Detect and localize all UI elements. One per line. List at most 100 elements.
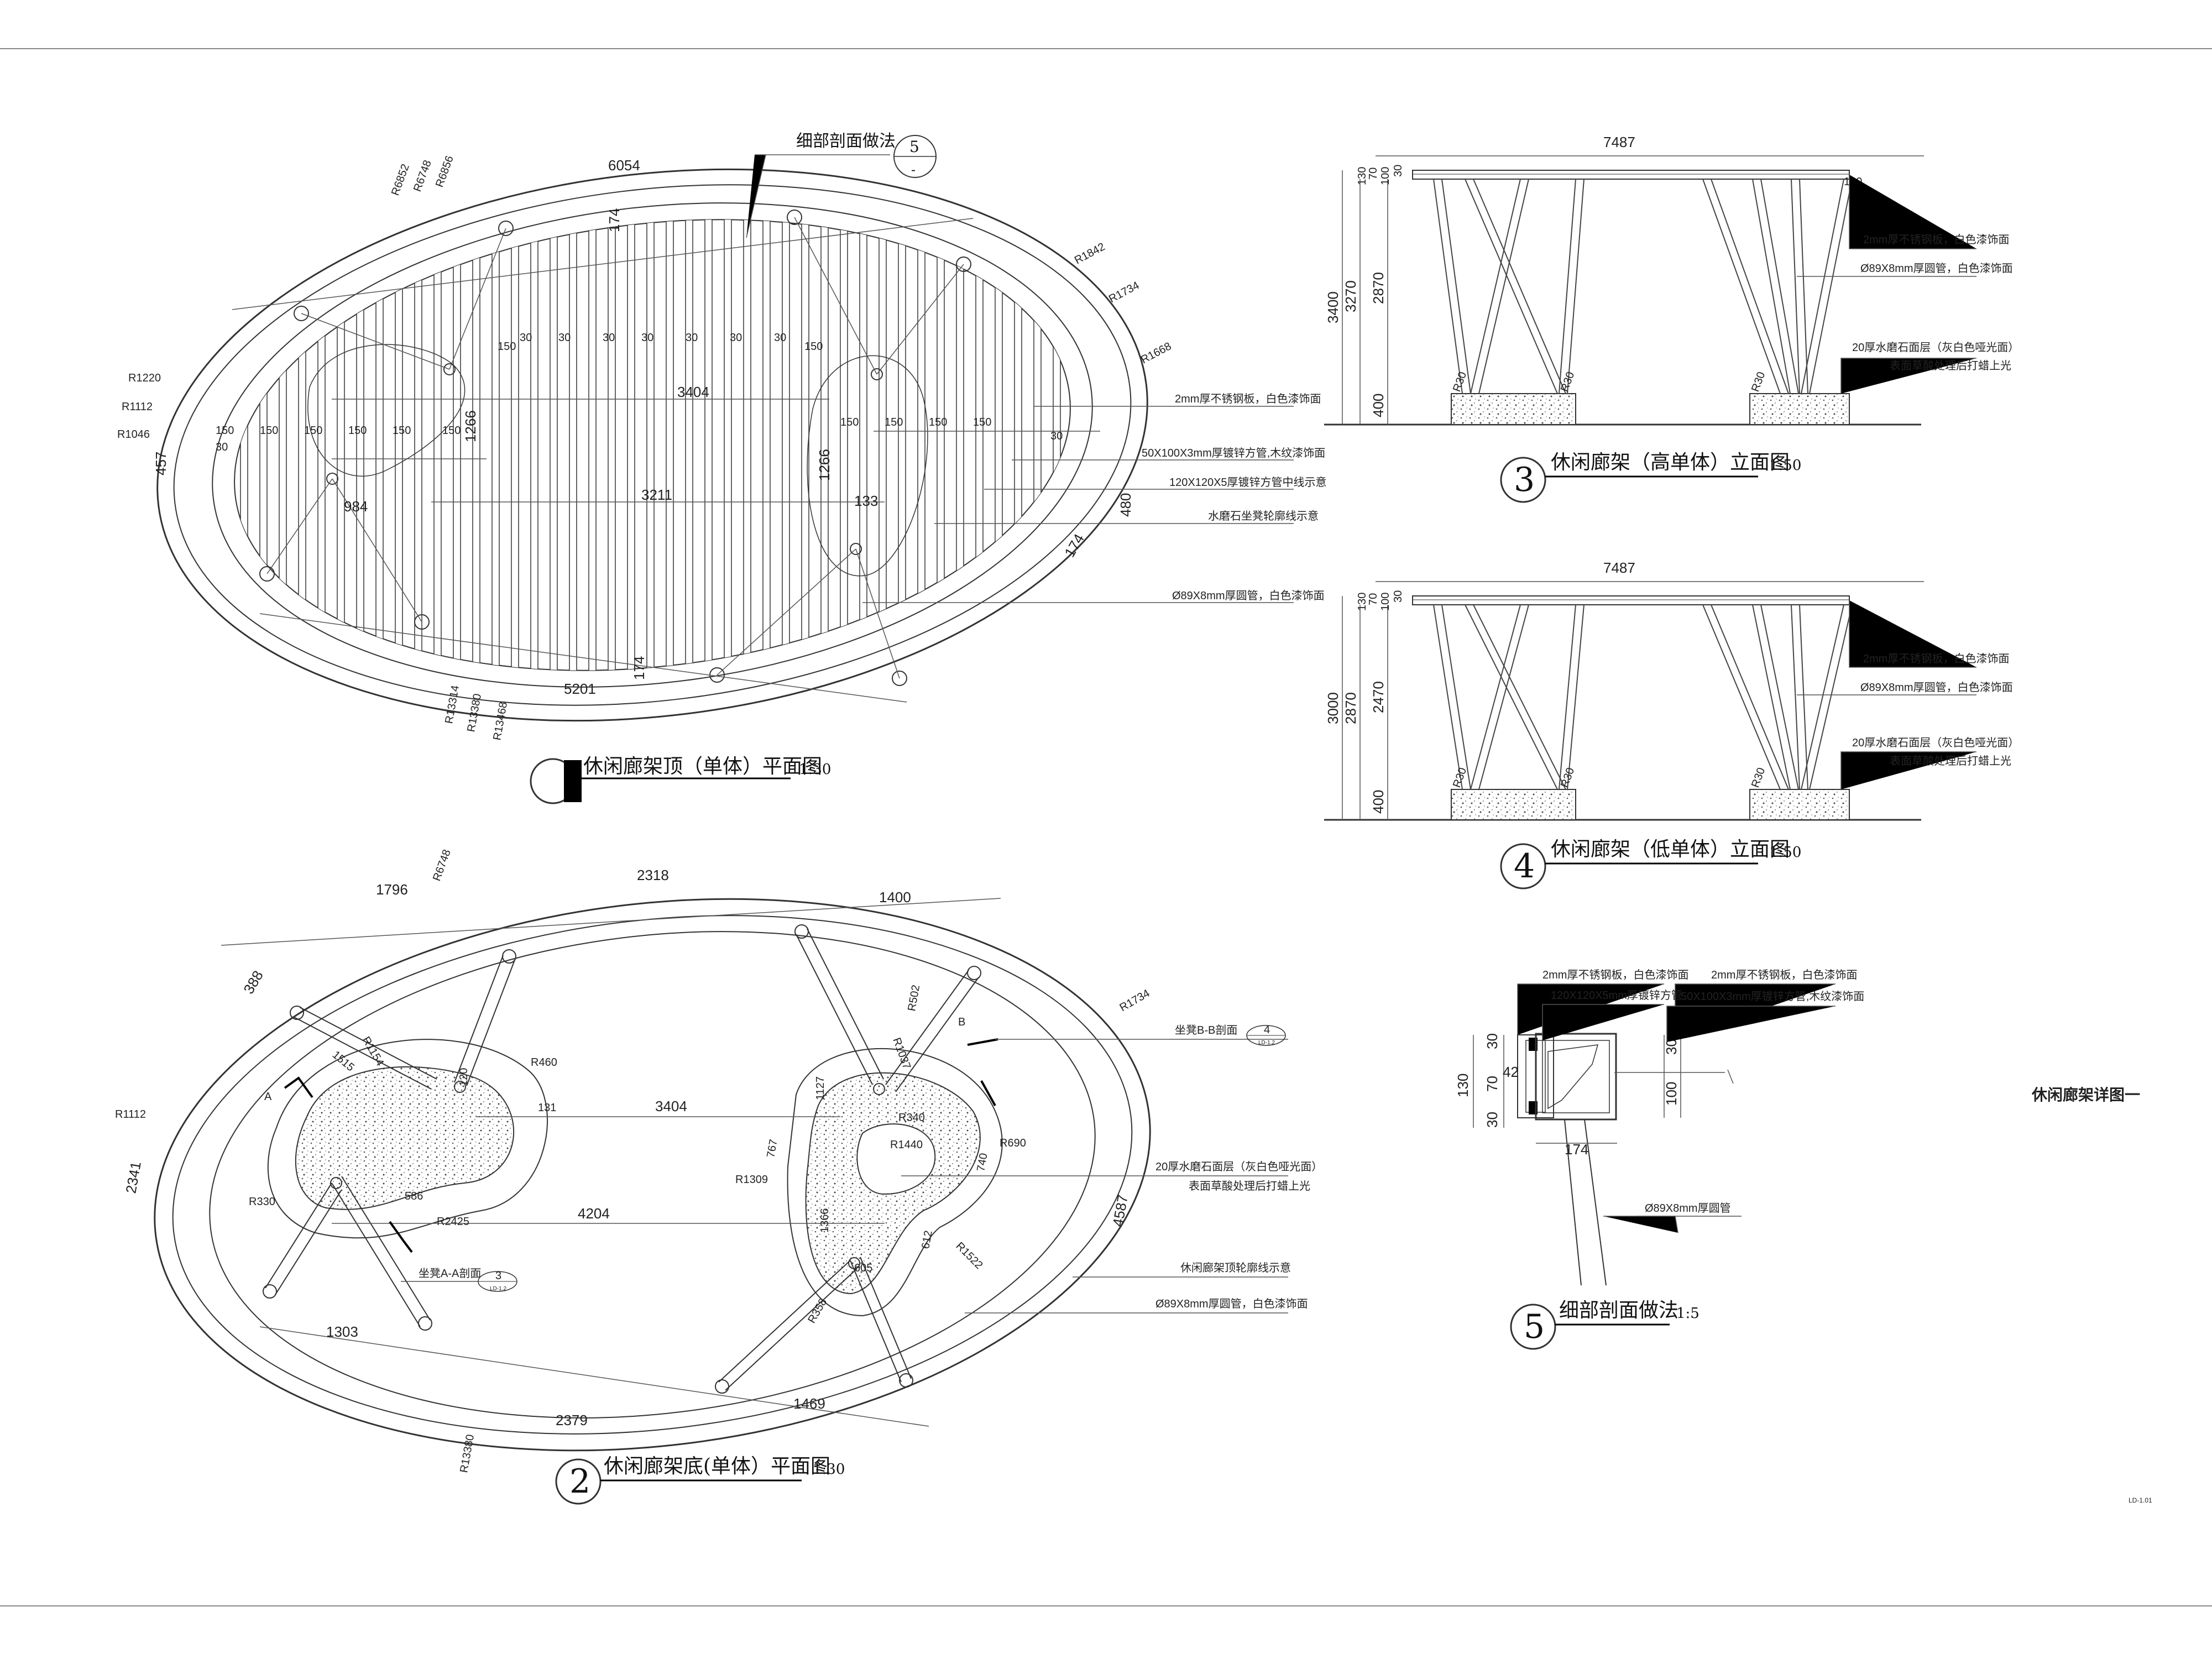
- svg-text:740: 740: [975, 1152, 990, 1173]
- section-a-label: A: [264, 1091, 272, 1103]
- svg-text:130: 130: [1455, 1074, 1471, 1097]
- svg-text:3: 3: [495, 1270, 501, 1282]
- view-title-4: 4 休闲廊架（低单体）立面图 1:50: [1500, 838, 1801, 889]
- dim-small: 388: [240, 967, 266, 997]
- svg-text:细部剖面做法: 细部剖面做法: [1559, 1299, 1678, 1322]
- elev4-leaders: [1797, 600, 1976, 789]
- svg-text:2mm厚不锈钢板，白色漆饰面: 2mm厚不锈钢板，白色漆饰面: [1863, 652, 2009, 665]
- wood-slat: [917, 210, 925, 686]
- plan-top-view: 6054 5201 3404 3211 984 133 1266 1266 48…: [117, 132, 1327, 804]
- svg-text:767: 767: [765, 1138, 780, 1159]
- svg-text:R1734: R1734: [1118, 987, 1152, 1014]
- svg-text:400: 400: [1370, 394, 1387, 417]
- svg-text:130: 130: [1356, 167, 1368, 185]
- dim-top-length: 6054: [608, 157, 640, 174]
- svg-text:1:5: 1:5: [1676, 1305, 1699, 1322]
- svg-text:1127: 1127: [814, 1076, 827, 1100]
- svg-text:150: 150: [498, 341, 516, 353]
- svg-text:R6852: R6852: [389, 163, 412, 197]
- svg-text:R6856: R6856: [433, 154, 456, 189]
- svg-text:表面草酸处理后打蜡上光: 表面草酸处理后打蜡上光: [1890, 755, 2011, 767]
- svg-text:1:50: 1:50: [1769, 844, 1801, 861]
- svg-text:R6748: R6748: [411, 159, 434, 193]
- svg-text:R2425: R2425: [437, 1216, 469, 1228]
- wood-slat: [530, 210, 538, 686]
- slat-spacing-labels: 150 30 30 30 30 30 30 30 150 150 30 150 …: [216, 332, 1063, 453]
- svg-text:R13380: R13380: [458, 1433, 477, 1474]
- elevation-low-view: 7487 3000 2870 2470 400 130 70 100 30 R3…: [1324, 559, 2019, 889]
- plan2-section-cuts: [284, 1038, 998, 1253]
- elev3-height-dims: [1342, 170, 1388, 425]
- dim-right-width: 4587: [1109, 1194, 1131, 1228]
- dim-top-3: 1400: [879, 889, 911, 906]
- plan2-leaders: [401, 1039, 1288, 1313]
- sheet-code: LD-1.01: [2129, 1496, 2152, 1504]
- svg-text:-: -: [911, 162, 916, 177]
- wood-slat: [898, 210, 906, 686]
- dim-mid-2: 4204: [578, 1205, 610, 1222]
- detail-steel-tube: [1535, 1033, 1617, 1121]
- plan1-note-square-tube: 50X100X3mm厚镀锌方管,木纹漆饰面: [1142, 447, 1325, 459]
- detail-round-tube: [1564, 1119, 1607, 1286]
- wood-slat: [820, 210, 829, 686]
- plan2-radius-labels: R6748 R1734 R1112 R1154 R460 R330 R2425 …: [115, 848, 1152, 1474]
- plan1-frame-inner: [234, 219, 1071, 671]
- elev3-legs: [1433, 179, 1853, 394]
- svg-text:休闲廊架（高单体）立面图: 休闲廊架（高单体）立面图: [1551, 451, 1790, 474]
- wood-slat: [859, 210, 867, 686]
- wood-slat: [433, 210, 442, 686]
- svg-text:R1112: R1112: [115, 1108, 146, 1121]
- svg-text:4: 4: [1514, 847, 1535, 886]
- dim-beam-h2: 1266: [816, 449, 833, 481]
- svg-text:R1046: R1046: [117, 428, 150, 441]
- wood-slat: [937, 210, 945, 686]
- bench-right-hole: [856, 1123, 936, 1195]
- svg-text:2870: 2870: [1342, 692, 1359, 724]
- plan2-dim-lines: [221, 898, 1001, 1427]
- wood-slat: [1072, 210, 1080, 686]
- svg-text:R1440: R1440: [890, 1139, 923, 1151]
- elev3-length: 7487: [1603, 134, 1635, 150]
- wood-slat: [608, 210, 616, 686]
- elev3-roof: [1412, 170, 1850, 180]
- svg-text:1:30: 1:30: [813, 1461, 845, 1478]
- wood-slat: [356, 210, 364, 686]
- plan2-note-roof-outline: 休闲廊架顶轮廓线示意: [1180, 1262, 1291, 1274]
- view-title-2: 2 休闲廊架底(单体）平面图 1:30: [555, 1455, 845, 1505]
- svg-text:30: 30: [641, 332, 653, 344]
- svg-text:3400: 3400: [1325, 291, 1341, 323]
- wood-slat: [472, 210, 480, 686]
- elev3-bench-left: [1451, 393, 1576, 425]
- wood-slat: [1014, 210, 1022, 686]
- svg-text:150: 150: [442, 425, 461, 437]
- svg-text:30: 30: [558, 332, 571, 344]
- svg-text:150: 150: [885, 416, 903, 428]
- section-b-label: B: [958, 1016, 965, 1028]
- plan1-note-bench-outline: 水磨石坐凳轮廓线示意: [1208, 510, 1319, 522]
- dim-bot-3: 1469: [793, 1395, 825, 1412]
- elev4-legs: [1433, 604, 1853, 790]
- dim-top-1: 2318: [637, 867, 669, 883]
- svg-text:586: 586: [405, 1190, 423, 1202]
- svg-text:Ø89X8mm厚圆管，白色漆饰面: Ø89X8mm厚圆管，白色漆饰面: [1860, 681, 2013, 694]
- plan1-edge-inner: [173, 184, 1132, 706]
- svg-text:30: 30: [1392, 590, 1404, 603]
- svg-text:30: 30: [520, 332, 532, 344]
- plan1-note-center-line: 120X120X5厚镀锌方管中线示意: [1169, 476, 1327, 489]
- svg-text:3000: 3000: [1325, 692, 1341, 724]
- detail-note-round-tube: Ø89X8mm厚圆管: [1645, 1202, 1731, 1215]
- plan2-note-sec-b: 坐凳B-B剖面: [1175, 1024, 1237, 1037]
- svg-text:174: 174: [1565, 1141, 1588, 1158]
- svg-text:R1668: R1668: [1139, 340, 1173, 366]
- wood-slat: [588, 210, 597, 686]
- svg-text:R690: R690: [1000, 1137, 1026, 1149]
- wood-slat: [743, 210, 751, 686]
- dim-mid-length: 3404: [677, 384, 709, 400]
- svg-text:400: 400: [1370, 790, 1387, 814]
- svg-text:R1154: R1154: [360, 1035, 386, 1069]
- dim-bot-1: 1303: [326, 1323, 358, 1340]
- svg-text:20厚水磨石面层（灰白色哑光面）: 20厚水磨石面层（灰白色哑光面）: [1852, 341, 2019, 354]
- elev4-height-dims: [1342, 596, 1388, 820]
- wood-slat: [1091, 210, 1097, 686]
